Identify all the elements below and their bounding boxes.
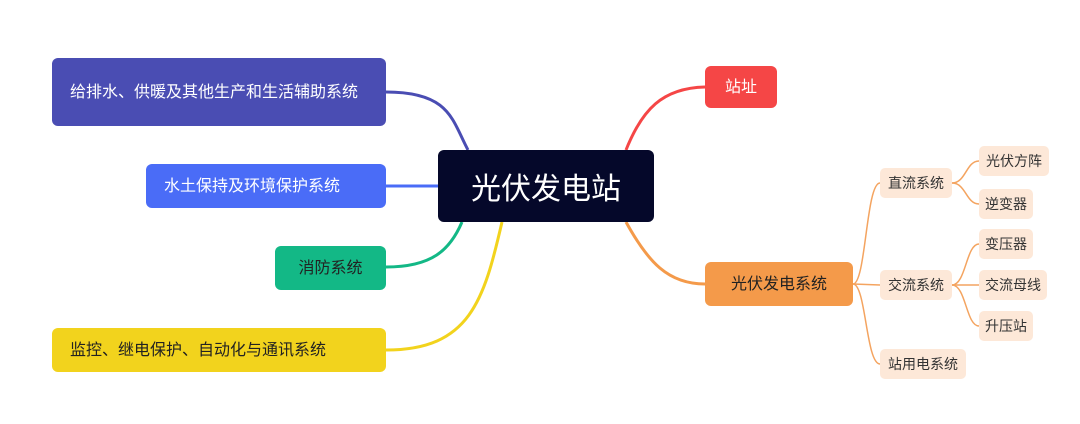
node-transformer[interactable]: 变压器 xyxy=(979,229,1033,259)
node-booster-station[interactable]: 升压站 xyxy=(979,311,1033,341)
branch-site[interactable]: 站址 xyxy=(705,66,777,108)
link-monitor xyxy=(385,221,504,352)
branch-soil-environment[interactable]: 水土保持及环境保护系统 xyxy=(146,164,386,208)
central-topic[interactable]: 光伏发电站 xyxy=(438,150,654,222)
node-ac-busbar[interactable]: 交流母线 xyxy=(979,270,1047,300)
link-ac-transformer xyxy=(951,243,980,286)
link-dc-inverter xyxy=(951,182,980,205)
branch-monitoring-protection-comm[interactable]: 监控、继电保护、自动化与通讯系统 xyxy=(52,328,386,372)
link-site xyxy=(624,85,706,151)
node-station-power-system[interactable]: 站用电系统 xyxy=(880,349,966,379)
link-pv-aux xyxy=(852,283,881,365)
link-ac-substation xyxy=(951,284,980,327)
link-pv-dc xyxy=(852,182,881,285)
branch-pv-system[interactable]: 光伏发电系统 xyxy=(705,262,853,306)
link-fire xyxy=(385,221,464,269)
link-dc-array xyxy=(951,160,980,184)
link-pv xyxy=(624,221,706,286)
link-pv-ac xyxy=(852,283,881,286)
node-ac-system[interactable]: 交流系统 xyxy=(880,270,952,300)
branch-fire-protection[interactable]: 消防系统 xyxy=(275,246,386,290)
branch-water-heating-aux[interactable]: 给排水、供暖及其他生产和生活辅助系统 xyxy=(52,58,386,126)
node-inverter[interactable]: 逆变器 xyxy=(979,189,1033,219)
link-gps xyxy=(385,90,470,151)
node-dc-system[interactable]: 直流系统 xyxy=(880,168,952,198)
node-pv-array[interactable]: 光伏方阵 xyxy=(979,146,1049,176)
